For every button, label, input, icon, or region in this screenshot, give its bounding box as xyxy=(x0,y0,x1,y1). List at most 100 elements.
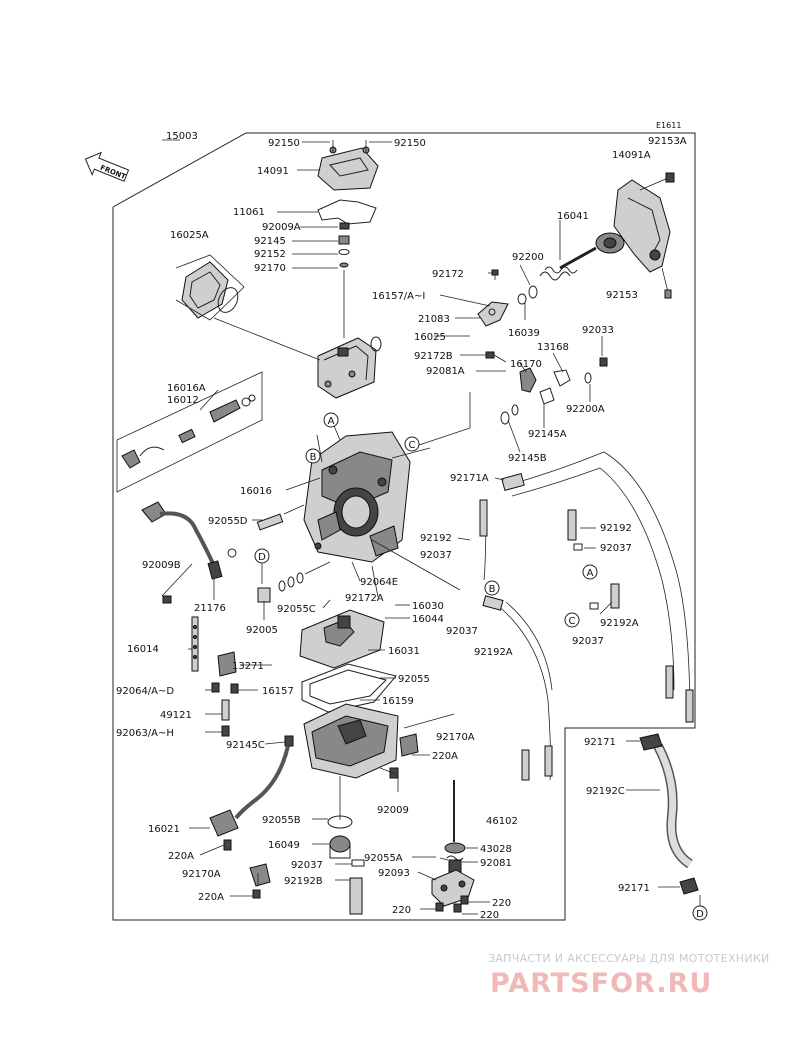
part-label: 92172A xyxy=(345,593,384,604)
part-label: 92033 xyxy=(582,325,614,336)
part-label: 46102 xyxy=(486,816,518,827)
part-label: 16025 xyxy=(414,332,446,343)
part-label: 16157 xyxy=(262,686,294,697)
cable-21176 xyxy=(141,501,237,604)
part-label: 92150 xyxy=(268,138,300,149)
part-label: 92170A xyxy=(182,869,221,880)
part-label: 13271 xyxy=(232,661,264,672)
part-label: 16014 xyxy=(127,644,159,655)
part-label: 92171 xyxy=(584,737,616,748)
part-label: 92172 xyxy=(432,269,464,280)
callout-c-top-label: C xyxy=(409,440,416,451)
part-label: 92055D xyxy=(208,516,248,527)
callout-a-right: A xyxy=(582,564,598,580)
small-parts-stack xyxy=(338,222,350,338)
part-label: 92192 xyxy=(600,523,632,534)
gasket-92055 xyxy=(301,663,397,713)
part-label: 92055A xyxy=(364,853,403,864)
part-label: 92145C xyxy=(226,740,265,751)
part-label: 92192B xyxy=(284,876,323,887)
part-label: 92055C xyxy=(277,604,316,615)
part-label: 92064E xyxy=(360,577,398,588)
shaft-16041 xyxy=(517,232,625,305)
fitting-13168 xyxy=(409,351,608,449)
part-label: 16159 xyxy=(382,696,414,707)
part-label: 92171 xyxy=(618,883,650,894)
cover-16025A xyxy=(175,254,245,321)
shaft-46102 xyxy=(431,780,475,913)
part-label: 92150 xyxy=(394,138,426,149)
part-label: 92145 xyxy=(254,236,286,247)
part-label: 92153A xyxy=(648,136,687,147)
part-label: 16039 xyxy=(508,328,540,339)
part-label: 92192C xyxy=(586,786,625,797)
part-label: 21176 xyxy=(194,603,226,614)
part-label: 21083 xyxy=(418,314,450,325)
part-label: 92192A xyxy=(600,618,639,629)
callout-b-top-label: B xyxy=(310,452,317,463)
part-label: 16012 xyxy=(167,395,199,406)
float-16031 xyxy=(299,609,385,669)
bracket-92170A xyxy=(249,863,271,899)
hose-16021 xyxy=(209,745,290,851)
part-label: 16041 xyxy=(557,211,589,222)
part-label: 16030 xyxy=(412,601,444,612)
part-label: 16016A xyxy=(167,383,206,394)
bracket-92170A-right xyxy=(399,713,455,757)
part-label: 49121 xyxy=(160,710,192,721)
part-label: 13168 xyxy=(537,342,569,353)
watermark: ЗАПЧАСТИ И АКСЕССУАРЫ ДЛЯ МОТОТЕХНИКИ PA… xyxy=(488,952,770,999)
part-label: 14091 xyxy=(257,166,289,177)
part-label: 92192A xyxy=(474,647,513,658)
part-label: E1611 xyxy=(656,121,681,130)
part-label: 92170A xyxy=(436,732,475,743)
gasket-11061 xyxy=(317,199,377,225)
part-label: 92064/A~D xyxy=(116,686,174,697)
part-label: 92093 xyxy=(378,868,410,879)
part-label: 220 xyxy=(492,898,511,909)
callout-c-top: C xyxy=(404,436,420,452)
part-label: 16044 xyxy=(412,614,444,625)
part-label: 92037 xyxy=(600,543,632,554)
part-label: 92170 xyxy=(254,263,286,274)
carburetor-body-16016 xyxy=(303,431,461,591)
part-label: 43028 xyxy=(480,844,512,855)
part-label: 16021 xyxy=(148,824,180,835)
part-label: 16170 xyxy=(510,359,542,370)
watermark-tagline: ЗАПЧАСТИ И АКСЕССУАРЫ ДЛЯ МОТОТЕХНИКИ xyxy=(488,952,770,965)
part-label: 14091A xyxy=(612,150,651,161)
part-label: 92153 xyxy=(606,290,638,301)
part-label: 92200A xyxy=(566,404,605,415)
pilot-screw-92005 xyxy=(257,561,331,603)
part-label: 92037 xyxy=(420,550,452,561)
callout-b-top: B xyxy=(305,448,321,464)
part-label: 92055 xyxy=(398,674,430,685)
part-label: 92009B xyxy=(142,560,181,571)
part-label: 92200 xyxy=(512,252,544,263)
part-label: 16049 xyxy=(268,840,300,851)
jet-16014 xyxy=(191,616,199,672)
top-cover-14091 xyxy=(317,140,379,191)
callout-a-top-label: A xyxy=(328,416,335,427)
hose-92192C xyxy=(639,733,699,895)
part-label: 92037 xyxy=(572,636,604,647)
part-label: 220 xyxy=(392,905,411,916)
part-label: 92081A xyxy=(426,366,465,377)
leader-lines xyxy=(161,141,701,915)
part-label: 92152 xyxy=(254,249,286,260)
front-arrow-icon: FRONT xyxy=(84,151,130,182)
screw-92009 xyxy=(379,767,399,779)
part-label: 92009 xyxy=(377,805,409,816)
part-label: 220 xyxy=(480,910,499,921)
part-label: 220A xyxy=(432,751,458,762)
needle-13271 xyxy=(211,651,239,737)
screw-92055D xyxy=(256,504,305,531)
part-label: 16025A xyxy=(170,230,209,241)
part-label: 220A xyxy=(168,851,194,862)
callout-b-right: B xyxy=(484,580,500,596)
part-label: 92145A xyxy=(528,429,567,440)
part-label: 92145B xyxy=(508,453,547,464)
part-label: 16031 xyxy=(388,646,420,657)
